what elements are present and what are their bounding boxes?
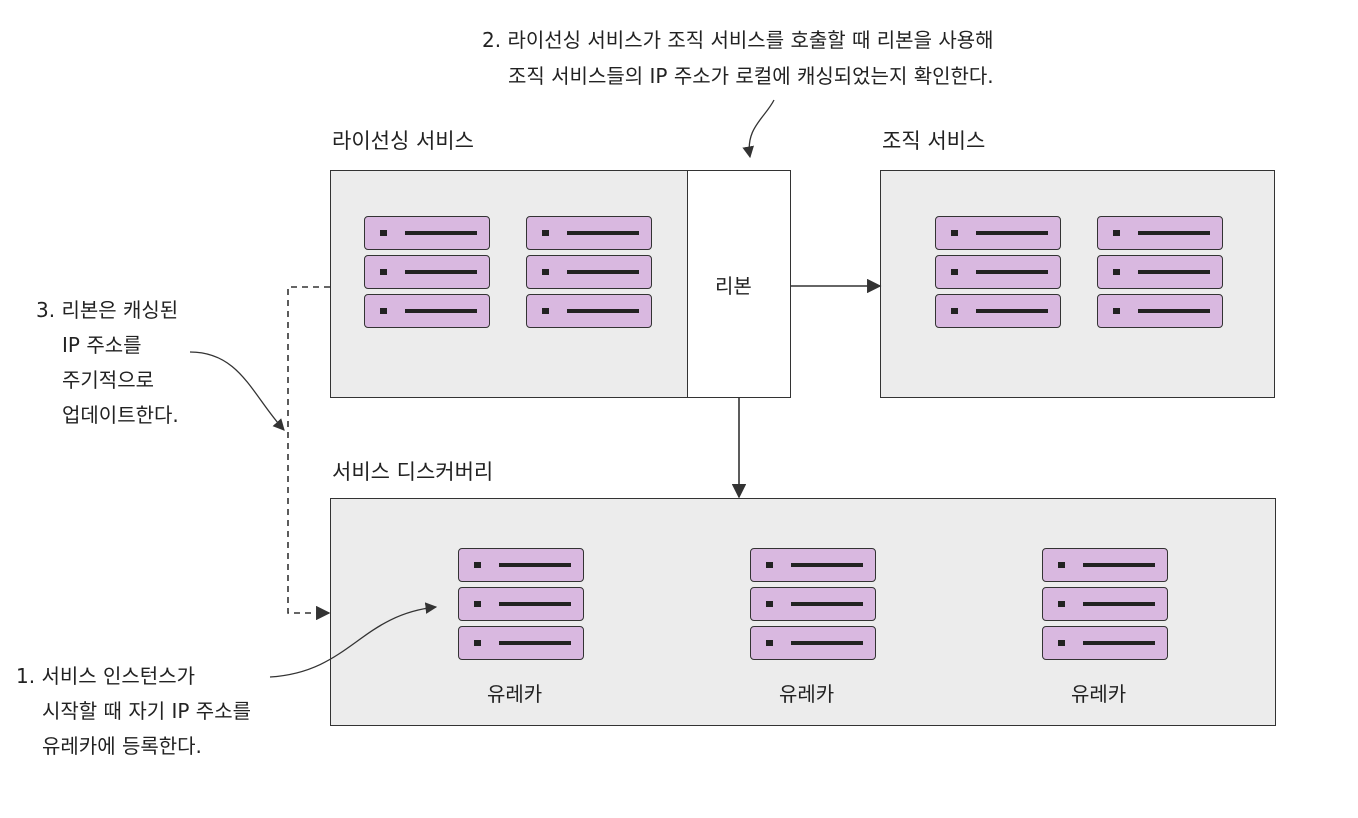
organization-server — [935, 255, 1061, 289]
callout-register-line3: 유레카에 등록한다. — [42, 734, 202, 758]
server-slot-icon — [567, 309, 639, 313]
server-slot-icon — [1138, 231, 1210, 235]
organization-server — [1097, 255, 1223, 289]
callout-ribbon-check-line2: 조직 서비스들의 IP 주소가 로컬에 캐싱되었는지 확인한다. — [508, 64, 994, 88]
callout-ribbon-update-pointer — [189, 351, 285, 431]
callout-register-line1: 1. 서비스 인스턴스가 — [16, 664, 195, 688]
server-led-icon — [474, 562, 481, 568]
server-slot-icon — [976, 270, 1048, 274]
callout-register-pointer — [269, 602, 438, 678]
callout-ribbon-check-line1: 2. 라이선싱 서비스가 조직 서비스를 호출할 때 리본을 사용해 — [482, 28, 994, 52]
licensing-service-title: 라이선싱 서비스 — [332, 129, 474, 153]
server-led-icon — [766, 640, 773, 646]
server-slot-icon — [499, 563, 571, 567]
eureka-server — [458, 626, 584, 660]
eureka-server — [1042, 626, 1168, 660]
eureka-label-1: 유레카 — [487, 682, 543, 706]
organization-service-box — [880, 170, 1275, 398]
server-led-icon — [380, 230, 387, 236]
server-slot-icon — [1083, 641, 1155, 645]
server-slot-icon — [976, 309, 1048, 313]
server-slot-icon — [499, 602, 571, 606]
eureka-server — [1042, 587, 1168, 621]
server-slot-icon — [791, 563, 863, 567]
server-led-icon — [542, 269, 549, 275]
server-slot-icon — [567, 270, 639, 274]
server-led-icon — [542, 230, 549, 236]
server-led-icon — [766, 601, 773, 607]
service-discovery-box — [330, 498, 1276, 726]
organization-server — [1097, 294, 1223, 328]
server-led-icon — [1113, 269, 1120, 275]
organization-server — [935, 294, 1061, 328]
eureka-server — [750, 587, 876, 621]
callout-ribbon-update-line1: 3. 리본은 캐싱된 — [36, 298, 179, 322]
server-led-icon — [951, 308, 958, 314]
ribbon-box — [687, 170, 791, 398]
callout-register-line2: 시작할 때 자기 IP 주소를 — [42, 699, 251, 723]
eureka-server — [750, 548, 876, 582]
server-slot-icon — [791, 602, 863, 606]
ribbon-label: 리본 — [715, 274, 752, 298]
ip-update-dashed-arrow — [287, 286, 331, 621]
organization-server — [1097, 216, 1223, 250]
server-led-icon — [1058, 601, 1065, 607]
server-slot-icon — [1138, 309, 1210, 313]
service-discovery-title: 서비스 디스커버리 — [332, 460, 494, 484]
eureka-label-2: 유레카 — [779, 682, 835, 706]
eureka-label-3: 유레카 — [1071, 682, 1127, 706]
server-slot-icon — [791, 641, 863, 645]
server-slot-icon — [1083, 563, 1155, 567]
organization-service-title: 조직 서비스 — [882, 129, 986, 153]
callout-ribbon-update-line4: 업데이트한다. — [62, 403, 179, 427]
licensing-server — [364, 255, 490, 289]
server-slot-icon — [1083, 602, 1155, 606]
server-led-icon — [1113, 308, 1120, 314]
server-slot-icon — [976, 231, 1048, 235]
server-slot-icon — [567, 231, 639, 235]
server-led-icon — [1058, 640, 1065, 646]
eureka-server — [458, 587, 584, 621]
licensing-server — [526, 216, 652, 250]
callout-ribbon-update-line2: IP 주소를 — [62, 333, 142, 357]
server-led-icon — [1058, 562, 1065, 568]
licensing-server — [526, 294, 652, 328]
server-slot-icon — [405, 309, 477, 313]
server-slot-icon — [499, 641, 571, 645]
server-led-icon — [474, 640, 481, 646]
eureka-server — [1042, 548, 1168, 582]
server-led-icon — [380, 269, 387, 275]
licensing-service-box — [330, 170, 688, 398]
organization-server — [935, 216, 1061, 250]
eureka-server — [458, 548, 584, 582]
licensing-server — [364, 216, 490, 250]
licensing-server — [364, 294, 490, 328]
callout-ribbon-check-pointer — [742, 99, 775, 159]
server-slot-icon — [405, 231, 477, 235]
server-led-icon — [951, 230, 958, 236]
server-slot-icon — [405, 270, 477, 274]
server-led-icon — [1113, 230, 1120, 236]
server-led-icon — [542, 308, 549, 314]
server-led-icon — [951, 269, 958, 275]
callout-ribbon-update-line3: 주기적으로 — [62, 368, 154, 392]
eureka-server — [750, 626, 876, 660]
licensing-server — [526, 255, 652, 289]
server-led-icon — [474, 601, 481, 607]
server-led-icon — [766, 562, 773, 568]
server-led-icon — [380, 308, 387, 314]
server-slot-icon — [1138, 270, 1210, 274]
